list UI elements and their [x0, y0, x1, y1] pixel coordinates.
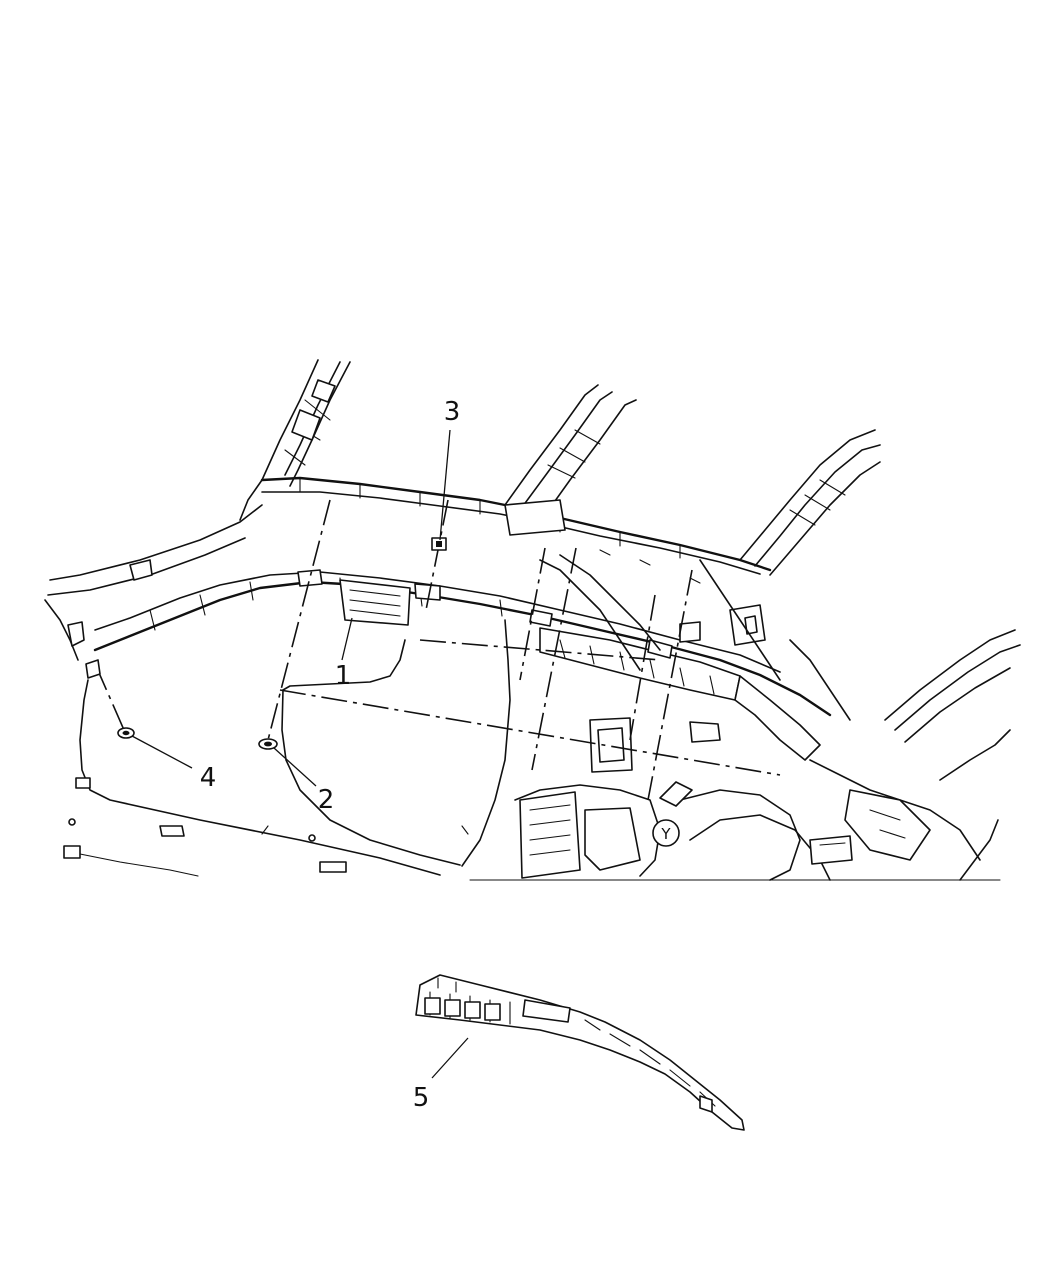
reference-marker-y: Y: [660, 825, 671, 843]
fastener-part-3: [431, 537, 447, 551]
callout-3: 3: [444, 397, 461, 427]
leader-lines: [131, 429, 469, 1079]
callout-4: 4: [200, 763, 217, 793]
reference-marker-circle: [652, 819, 680, 847]
callout-2: 2: [318, 785, 335, 815]
vehicle-body-structure: Y: [44, 359, 1021, 881]
fastener-part-4: [117, 727, 135, 739]
fastener-part-2: [258, 738, 278, 750]
part-5-bracket: [415, 974, 745, 1131]
callout-1: 1: [335, 661, 352, 691]
callout-5: 5: [413, 1083, 430, 1113]
